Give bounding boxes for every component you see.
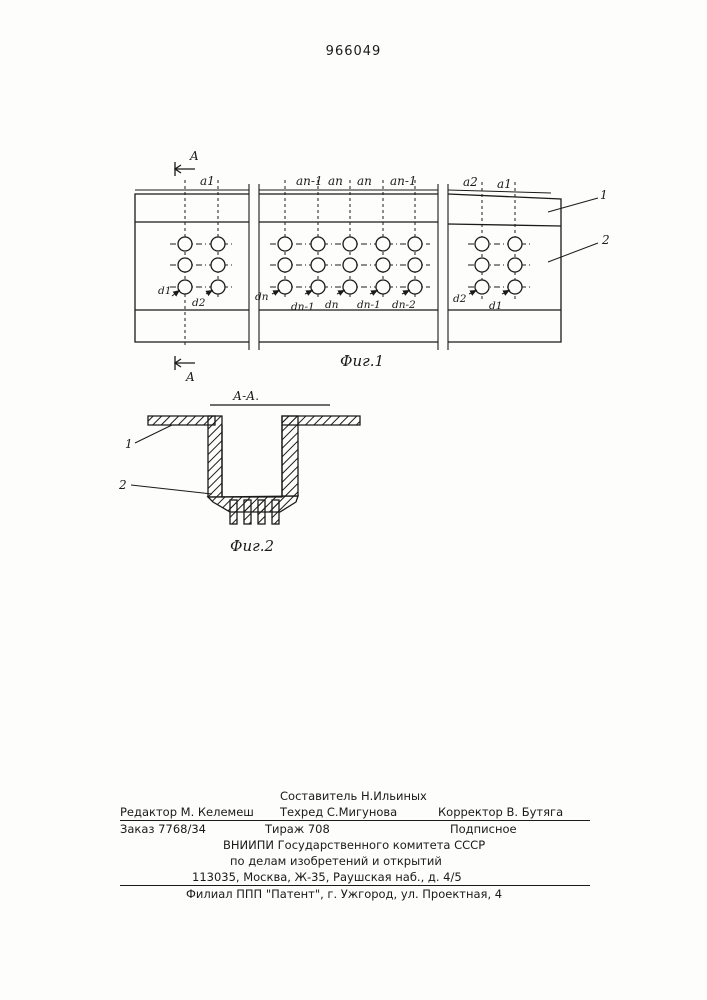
callout-leader-1 (135, 425, 172, 443)
colophon-row-branch: Филиал ППП "Патент", г. Ужгород, ул. Про… (120, 886, 590, 902)
spacing-label: an (357, 174, 372, 188)
callout-number: 2 (601, 233, 610, 247)
callout-leader-2 (131, 485, 212, 494)
spacing-label: an-1 (296, 174, 323, 188)
colophon: Составитель Н.Ильиных Редактор М. Келеме… (120, 788, 590, 902)
strip-segment-right (448, 194, 561, 342)
callout-leader-1 (548, 198, 598, 212)
section-title: А-А. (232, 389, 259, 403)
channel-cavity (222, 425, 282, 497)
diameter-label: dn-2 (392, 299, 416, 311)
callout-number: 2 (118, 478, 127, 492)
holes (178, 237, 522, 294)
callout-leader-2 (548, 243, 598, 262)
diameter-label: d2 (453, 293, 467, 305)
order: Заказ 7768/34 (120, 821, 206, 837)
callout-number: 1 (125, 437, 133, 451)
spacing-label: a1 (200, 174, 215, 188)
colophon-row-compiler: Составитель Н.Ильиных (120, 788, 590, 804)
corrector: Корректор В. Бутяга (438, 804, 563, 820)
colophon-row-address: 113035, Москва, Ж-35, Раушская наб., д. … (120, 869, 590, 886)
org-line-2: по делам изобретений и открытий (230, 853, 442, 869)
colophon-row-order: Заказ 7768/34 Тираж 708 Подписное (120, 821, 590, 837)
address: 113035, Москва, Ж-35, Раушская наб., д. … (192, 869, 462, 885)
spacing-label: a2 (463, 175, 478, 189)
diameter-label: dn-1 (291, 301, 315, 313)
colophon-row-org1: ВНИИПИ Государственного комитета СССР (120, 837, 590, 853)
figure-2 (131, 405, 360, 524)
colophon-row-org2: по делам изобретений и открытий (120, 853, 590, 869)
diameter-label: d1 (158, 285, 171, 297)
section-marker-top (175, 162, 195, 176)
diameter-label: dn (325, 299, 339, 311)
compiler: Составитель Н.Ильиных (280, 788, 427, 804)
diameter-label: dn-1 (357, 299, 381, 311)
diameter-label: dn (255, 291, 269, 303)
callout-number: 1 (600, 188, 608, 202)
techred: Техред С.Мигунова (280, 804, 397, 820)
subscription: Подписное (450, 821, 517, 837)
figure-2-caption: Фиг.2 (230, 537, 274, 555)
spacing-label: a1 (497, 177, 512, 191)
section-marker-label-top: A (189, 149, 199, 163)
section-marker-label-bottom: A (185, 370, 195, 384)
figure-2-labels: А-А. 1 2 Фиг.2 (118, 389, 274, 555)
editor: Редактор М. Келемеш (120, 804, 254, 820)
colophon-row-editors: Редактор М. Келемеш Техред С.Мигунова Ко… (120, 804, 590, 821)
spacing-label: an (328, 174, 343, 188)
diameter-label: d1 (489, 300, 502, 312)
figure-1 (135, 162, 598, 370)
spacing-label: an-1 (390, 174, 417, 188)
diameter-label: d2 (192, 297, 206, 309)
org-line-1: ВНИИПИ Государственного комитета СССР (223, 837, 485, 853)
figure-1-caption: Фиг.1 (340, 352, 384, 370)
circulation: Тираж 708 (265, 821, 330, 837)
branch: Филиал ППП "Патент", г. Ужгород, ул. Про… (186, 886, 502, 902)
section-marker-bottom (175, 356, 195, 370)
